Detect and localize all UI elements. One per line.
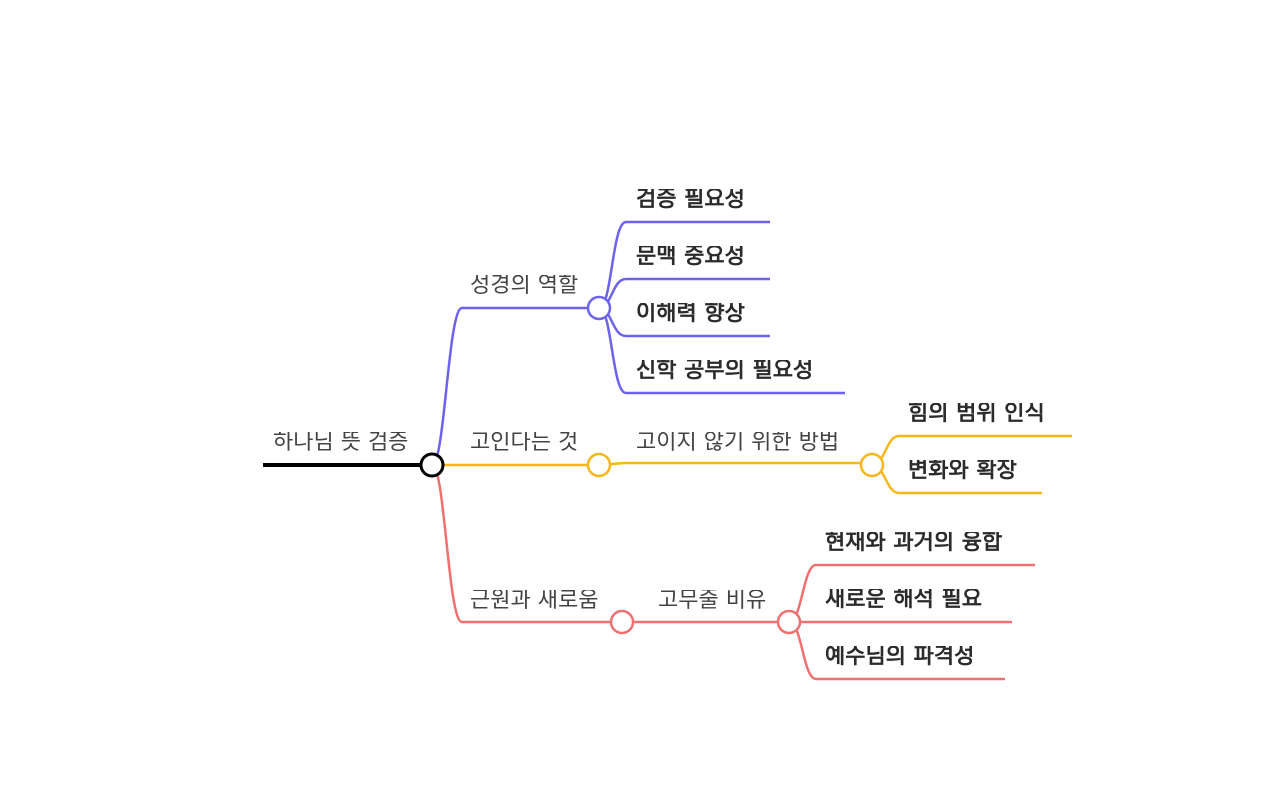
method-node-label[interactable]: 고이지 않기 위한 방법: [636, 432, 840, 454]
origin-node-toggle[interactable]: [609, 609, 635, 635]
bible-leaf-3[interactable]: 이해력 향상: [636, 303, 745, 325]
rubber-leaf-2[interactable]: 새로운 해석 필요: [825, 589, 982, 611]
rubber-leaf-3[interactable]: 예수님의 파격성: [825, 646, 975, 668]
method-node-toggle[interactable]: [859, 452, 885, 478]
rubber-leaf-1[interactable]: 현재와 과거의 융합: [825, 532, 1003, 554]
bible-node-toggle[interactable]: [586, 295, 612, 321]
stagnation-node-toggle[interactable]: [586, 452, 612, 478]
origin-branch-label[interactable]: 근원과 새로움: [470, 590, 599, 612]
bible-leaf-2[interactable]: 문맥 중요성: [636, 246, 745, 268]
stagnation-branch-label[interactable]: 고인다는 것: [470, 432, 579, 454]
bible-leaf-1[interactable]: 검증 필요성: [636, 189, 745, 211]
bible-leaf-4[interactable]: 신학 공부의 필요성: [636, 360, 814, 382]
method-leaf-1[interactable]: 힘의 범위 인식: [908, 403, 1045, 425]
rubber-node-toggle[interactable]: [776, 609, 802, 635]
edge-stagnation-method: [598, 461, 872, 467]
bible-branch-label[interactable]: 성경의 역할: [470, 275, 579, 297]
root-node-toggle[interactable]: [419, 452, 445, 478]
rubber-node-label[interactable]: 고무줄 비유: [658, 590, 767, 612]
root-node-label[interactable]: 하나님 뜻 검증: [273, 432, 409, 454]
method-leaf-2[interactable]: 변화와 확장: [908, 460, 1017, 482]
